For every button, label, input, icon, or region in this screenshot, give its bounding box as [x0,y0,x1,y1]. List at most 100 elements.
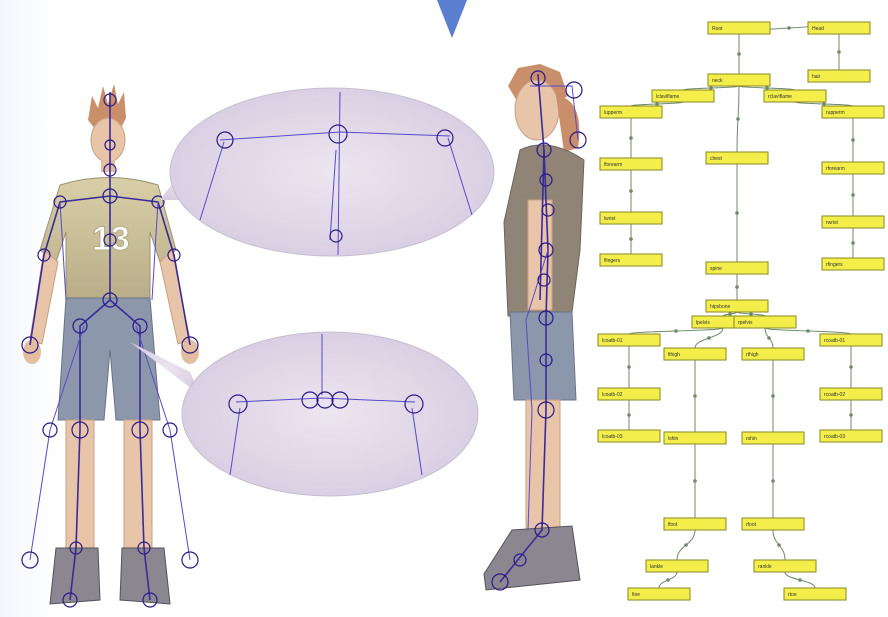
jersey-number: 13 [92,220,130,258]
hierarchy-node-ltoe: ltoe [628,588,690,600]
connector-dot-chest-spine [735,211,739,215]
hierarchy-node-rcoat1: rcoatb-01 [820,334,882,346]
hierarchy-node-label: chest [710,156,723,162]
hierarchy-node-label: spine [710,266,722,272]
hierarchy-node-rhand: rwrist [822,216,884,228]
hierarchy-node-rcoat2: rcoatb-02 [820,388,882,400]
hierarchy-node-rcoat3: rcoatb-03 [820,430,882,442]
hierarchy-node-lthigh: lthigh [664,348,726,360]
hierarchy-node-label: rtoe [788,592,797,598]
hierarchy-node-label: rclaviflame [768,94,792,100]
connector-dot-lpelvis-lcoat1 [674,329,678,333]
connector-dot-lthigh-lshin [693,394,697,398]
connector-dot-neck-chest [736,117,740,121]
hierarchy-node-lankle: lankle [646,560,708,572]
hierarchy-node-lhand: lwrist [600,212,662,224]
connector-dot-root-neck [737,52,741,56]
hierarchy-node-rthigh: rthigh [742,348,804,360]
hierarchy-node-label: neck [712,78,723,84]
hierarchy-node-rupperarm: rupperm [822,106,884,118]
hierarchy-node-lfoot: lfoot [664,518,726,530]
hierarchy-node-hair: hair [808,70,870,82]
front-right-leg [124,420,152,550]
connector-dot-head-hair [837,50,841,54]
hierarchy-node-label: hipsbone [710,304,731,310]
connector-dot-rhand-rfingers [851,241,855,245]
hierarchy-node-chest: chest [706,152,768,164]
connector-dot-rforearm-rhand [851,193,855,197]
connector-dot-rclav-rupperarm [822,102,826,106]
front-neck [101,160,115,172]
hierarchy-node-rfoot: rfoot [742,518,804,530]
hierarchy-node-label: lwrist [604,216,616,222]
hierarchy-node-spine: spine [706,262,768,274]
side-shorts [510,312,576,400]
left-panel-tint [0,0,60,617]
connector-dot-rfoot-rankle [777,543,781,547]
hierarchy-node-label: rpelvis [738,320,753,326]
hierarchy-node-label: rcoatb-02 [824,392,845,398]
connector-dot-rthigh-rshin [771,394,775,398]
hierarchy-node-rtoe: rtoe [784,588,846,600]
connector-dot-hips-rpelvis [749,312,753,316]
hierarchy-node-label: rankle [758,564,772,570]
callout-hips-bubble [182,332,478,496]
connector-dot-lupperarm-lforearm [629,136,633,140]
hierarchy-node-head: Head [808,22,870,34]
connector-dot-lpelvis-lthigh [707,336,711,340]
hierarchy-node-rshin: rshin [742,432,804,444]
hierarchy-node-rforearm: rforearm [822,162,884,174]
connector-dot-spine-hips [735,285,739,289]
connector-dot-lankle-ltoe [666,578,670,582]
connector-dot-lfoot-lankle [684,543,688,547]
hierarchy-node-label: hair [812,74,821,80]
connector-dot-lhand-lfingers [629,237,633,241]
hierarchy-node-label: lfoot [668,522,678,528]
hierarchy-node-lfingers: lfingers [600,254,662,266]
hierarchy-node-label: rcoatb-03 [824,434,845,440]
connector-dot-lcoat1-lcoat2 [627,365,631,369]
hierarchy-node-label: lforearm [604,162,622,168]
hierarchy-node-label: Root [712,26,723,32]
hierarchy-node-label: rupperm [826,110,845,116]
connector-dot-lforearm-lhand [629,189,633,193]
hierarchy-node-rfingers: rfingers [822,258,884,270]
hierarchy-node-label: rshin [746,436,757,442]
hierarchy-node-rpelvis: rpelvis [734,316,796,328]
hierarchy-node-lcoat1: lcoatb-01 [598,334,660,346]
hierarchy-node-label: lclaviflame [656,94,680,100]
hierarchy-node-label: lcoatb-03 [602,434,623,440]
hierarchy-node-hips: hipsbone [706,300,768,312]
connector-dot-rupperarm-rforearm [851,138,855,142]
side-head [515,80,559,140]
connector-dot-neck-rclav [765,86,769,90]
hierarchy-node-label: lpelvis [696,320,710,326]
connector-dot-rankle-rtoe [798,578,802,582]
side-view-character [484,64,586,590]
hierarchy-node-lcoat2: lcoatb-02 [598,388,660,400]
hierarchy-node-label: lfingers [604,258,621,264]
hierarchy-node-label: lcoatb-01 [602,338,623,344]
hierarchy-node-rankle: rankle [754,560,816,572]
hierarchy-node-rclav: rclaviflame [764,90,826,102]
hierarchy-node-label: rthigh [746,352,759,358]
hierarchy-node-lshin: lshin [664,432,726,444]
connector-dot-lshin-lfoot [693,479,697,483]
connector-dot-rcoat2-rcoat3 [849,413,853,417]
hierarchy-node-label: lthigh [668,352,680,358]
side-shoe [484,526,580,590]
connector-dot-hips-lpelvis [728,312,732,316]
hierarchy-node-label: lcoatb-02 [602,392,623,398]
connector-dot-root-head [787,26,791,30]
connector-dot-rshin-rfoot [771,479,775,483]
hierarchy-node-lcoat3: lcoatb-03 [598,430,660,442]
hierarchy-node-label: rforearm [826,166,845,172]
connector-dot-rcoat1-rcoat2 [849,365,853,369]
hierarchy-node-root: Root [708,22,770,34]
hierarchy-node-neck: neck [708,74,770,86]
hierarchy-node-label: lankle [650,564,663,570]
connector-dot-neck-lclav [709,86,713,90]
